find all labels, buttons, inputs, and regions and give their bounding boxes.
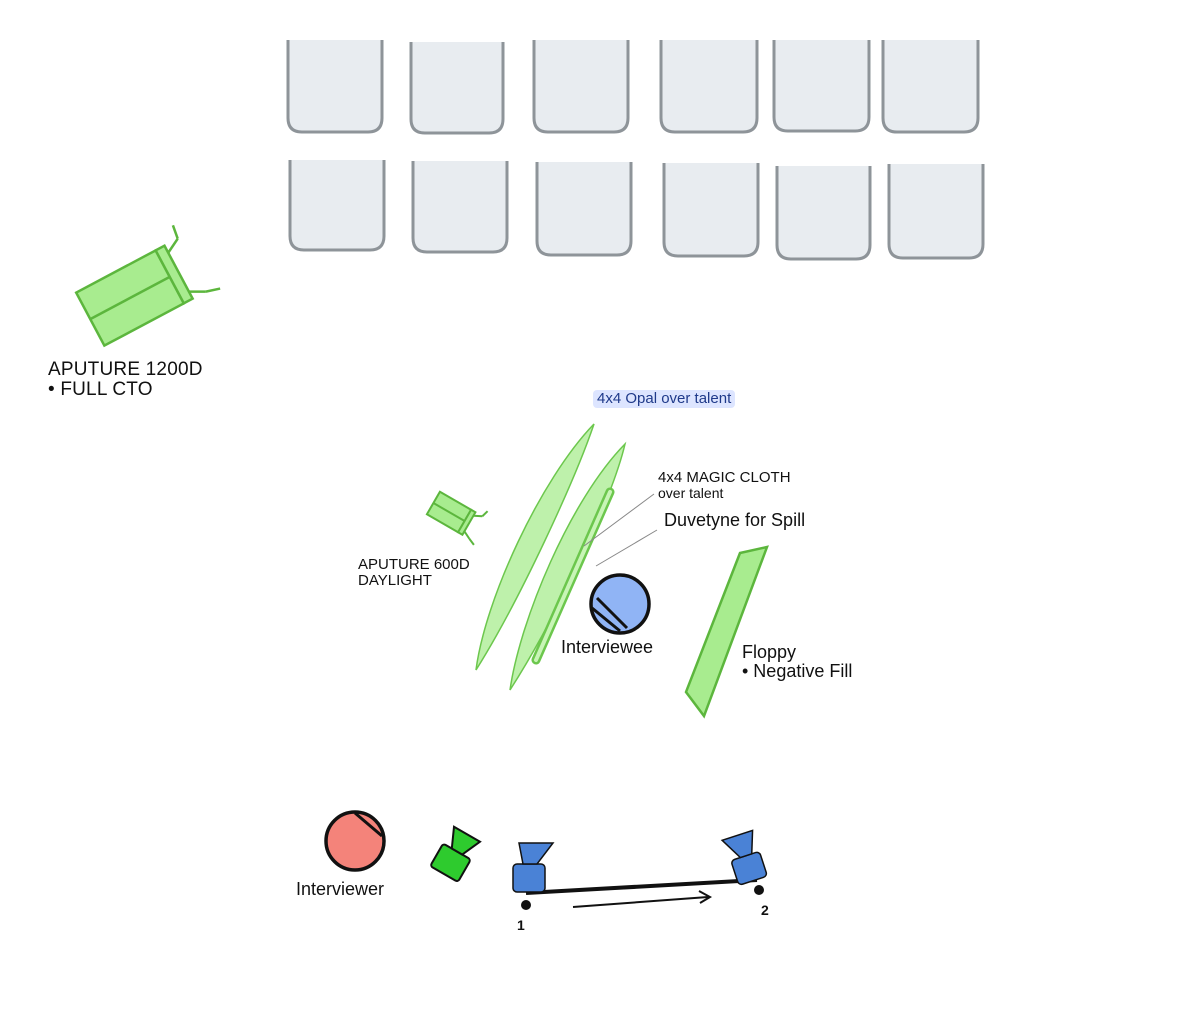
person-icon — [324, 810, 386, 872]
duvetyne-label: Duvetyne for Spill — [664, 510, 806, 530]
floppy-use: • Negative Fill — [742, 660, 853, 681]
aputure-600d-label: APUTURE 600D DAYLIGHT — [358, 557, 470, 589]
magic-cloth-callout-line — [583, 493, 655, 547]
floppy-label: Floppy • Negative Fill — [742, 643, 852, 681]
seat-icon — [659, 40, 759, 134]
dolly-track — [525, 878, 758, 895]
aputure-600d-type: DAYLIGHT — [358, 571, 432, 589]
interviewer-label: Interviewer — [296, 879, 385, 899]
person-icon — [589, 573, 651, 635]
duvetyne-callout-line — [595, 529, 658, 567]
aputure-1200d-label: APUTURE 1200D • FULL CTO — [48, 360, 203, 400]
camera-icon — [512, 842, 555, 893]
camera-position-1-label: 1 — [517, 917, 525, 933]
floppy-name: Floppy — [742, 642, 797, 662]
camera-position-marker — [754, 885, 764, 895]
duvetyne-flag-inner — [534, 490, 612, 662]
camera-position-2-label: 2 — [761, 902, 769, 918]
aputure-1200d-gel: • FULL CTO — [48, 378, 153, 400]
move-arrow-icon — [572, 890, 713, 908]
floppy-negative-fill — [684, 545, 769, 719]
seat-icon — [411, 161, 509, 254]
led-panel-light-icon — [425, 490, 489, 546]
seating-rows — [286, 40, 985, 261]
opal-label: 4x4 Opal over talent — [593, 390, 736, 408]
aputure-600d-name: APUTURE 600D — [358, 556, 470, 573]
seat-icon — [887, 164, 985, 260]
seat-icon — [775, 166, 872, 261]
seat-icon — [662, 163, 760, 258]
seat-icon — [286, 40, 384, 134]
seat-icon — [288, 160, 386, 252]
interviewee-label: Interviewee — [561, 637, 654, 657]
camera-icon — [720, 829, 768, 886]
seat-icon — [409, 42, 505, 135]
seat-icon — [532, 40, 630, 134]
opal-diffusion-frame — [475, 423, 595, 671]
magic-cloth-name: 4x4 MAGIC CLOTH — [658, 469, 791, 486]
magic-cloth-label: 4x4 MAGIC CLOTH over talent — [658, 470, 791, 500]
camera-icon — [430, 825, 482, 882]
camera-position-marker — [521, 900, 531, 910]
led-panel-light-icon — [74, 224, 221, 348]
seat-icon — [772, 40, 871, 133]
aputure-1200d-name: APUTURE 1200D — [48, 359, 203, 380]
seat-icon — [881, 40, 980, 134]
seat-icon — [535, 162, 633, 257]
magic-cloth-note: over talent — [658, 484, 724, 501]
